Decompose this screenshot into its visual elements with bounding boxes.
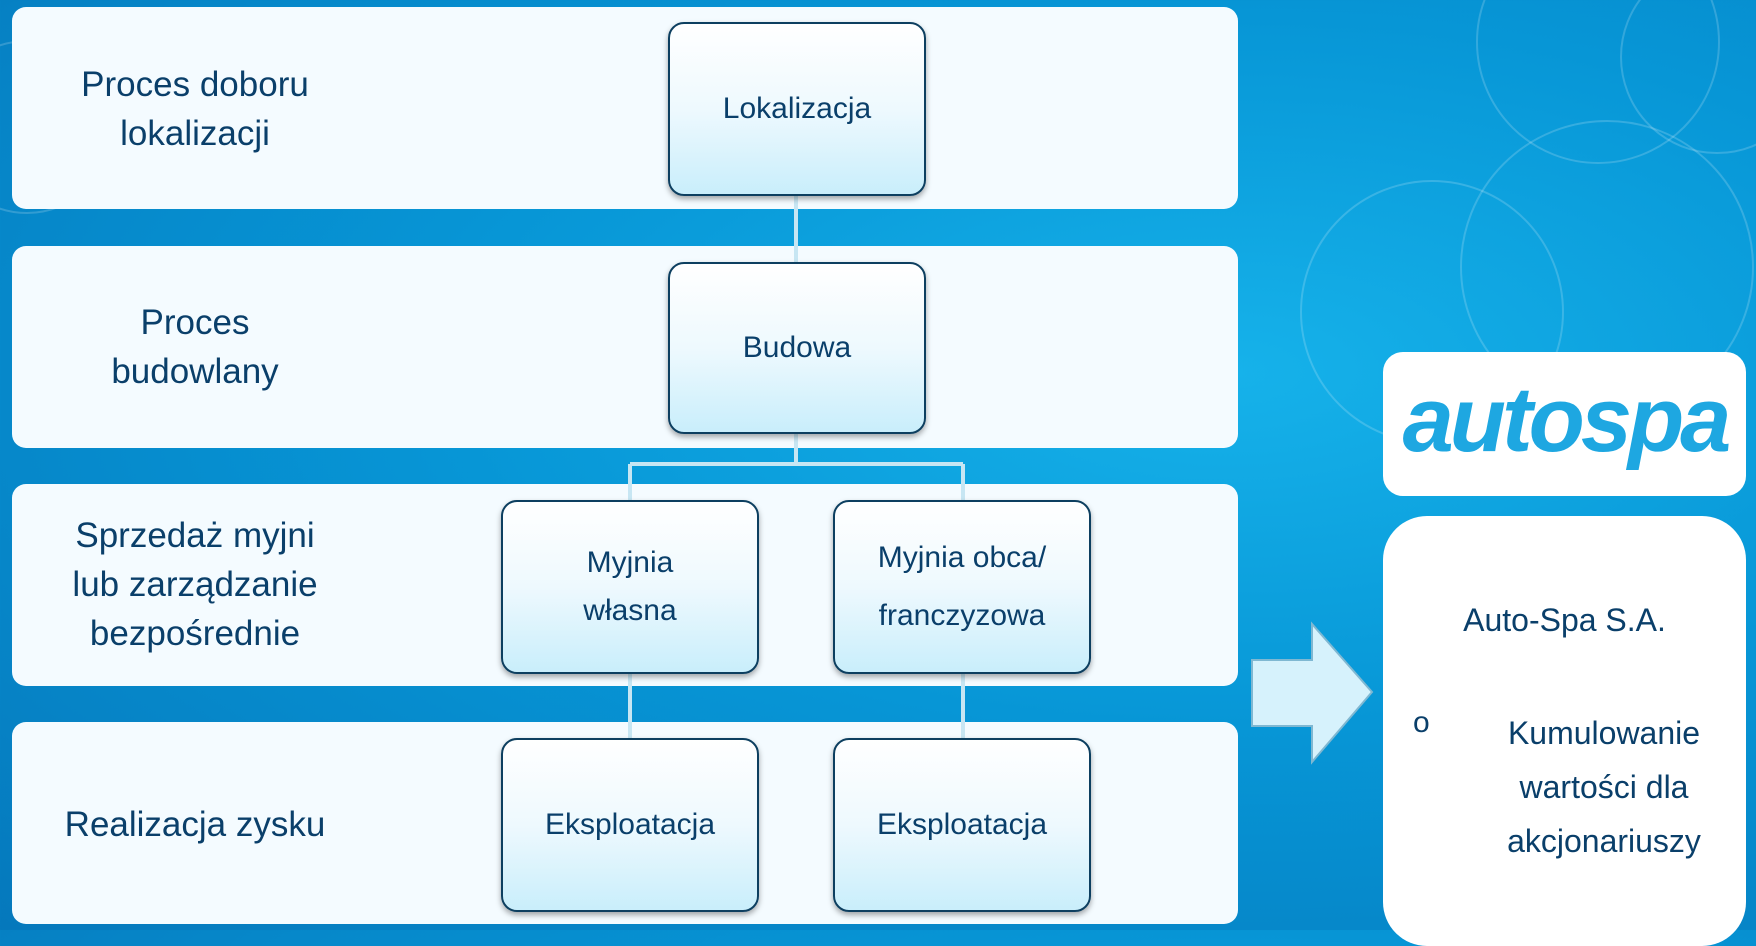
logo-box: autospa — [1383, 352, 1746, 496]
node-myjnia-obca: Myjnia obca/franczyzowa — [833, 500, 1091, 674]
band-construction — [12, 246, 1238, 448]
node-eksploatacja-left: Eksploatacja — [501, 738, 759, 912]
right-arrow-icon — [1251, 621, 1374, 765]
autospa-logo-text: autospa — [1402, 369, 1729, 471]
band-label-location: Proces doboru lokalizacji — [81, 65, 309, 153]
company-name: Auto-Spa S.A. — [1463, 602, 1666, 638]
node-lokalizacja: Lokalizacja — [668, 22, 926, 196]
company-info-box: Auto-Spa S.A. o Kumulowanie wartości dla… — [1383, 516, 1746, 946]
company-bullet-text: Kumulowanie wartości dla akcjonariuszy — [1507, 715, 1701, 859]
bullet-marker: o — [1413, 706, 1430, 739]
band-label-sale: Sprzedaż myjni lub zarządzanie bezpośred… — [72, 516, 318, 653]
node-budowa: Budowa — [668, 262, 926, 434]
band-label-profit: Realizacja zysku — [64, 805, 326, 844]
band-label-construction: Proces budowlany — [111, 303, 279, 391]
band-location — [12, 7, 1238, 209]
node-eksploatacja-right: Eksploatacja — [833, 738, 1091, 912]
autospa-logo: autospa — [1402, 369, 1729, 471]
